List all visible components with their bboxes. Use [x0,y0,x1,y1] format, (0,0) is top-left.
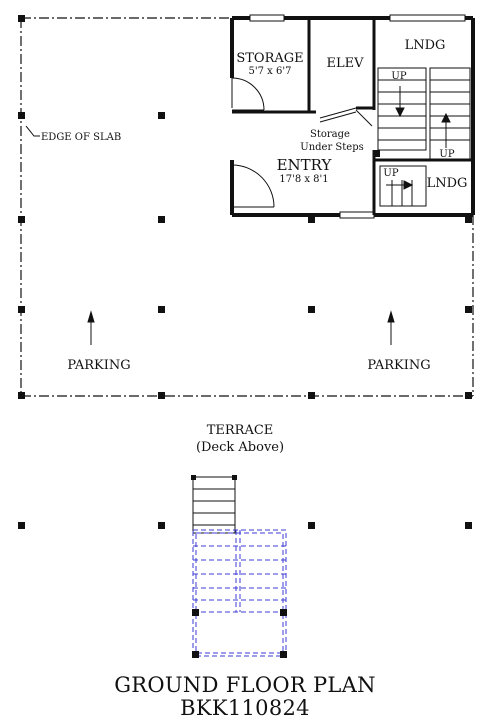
windows [249,14,466,219]
room-label-landing-top: LNDG [405,38,446,53]
slab-edge-outline [20,17,474,397]
exterior-stair [192,476,236,534]
plan-code: BKK110824 [180,696,310,720]
parking-label-right: PARKING [367,358,430,373]
columns [18,15,472,529]
room-size-entry: 17'8 x 8'1 [279,174,328,185]
terrace-label: TERRACE [207,423,274,438]
room-label-entry: ENTRY [277,156,333,174]
storage-under-steps-line2: Under Steps [300,142,363,153]
deck-posts [192,609,287,658]
stair-run-lower [379,165,427,207]
stair-up-label-left: UP [391,71,406,82]
plan-title: GROUND FLOOR PLAN [114,673,376,697]
edge-of-slab-label: EDGE OF SLAB [41,132,121,143]
stair-post [373,150,380,157]
deck-above-outline [192,529,287,657]
room-size-storage: 5'7 x 6'7 [249,66,292,77]
stair-up-label-right: UP [439,149,454,160]
exterior-stair-posts [191,475,237,480]
terrace-note: (Deck Above) [196,440,284,455]
parking-label-left: PARKING [67,358,130,373]
room-label-elevator: ELEV [326,56,364,71]
door-elevator [319,107,373,127]
room-label-landing-bottom: LNDG [427,176,468,191]
door-storage [231,77,265,111]
parking-arrow-right [387,310,395,345]
parking-arrow-left [87,310,95,345]
storage-under-steps-line1: Storage [310,129,350,140]
stair-up-label-lower: UP [383,168,398,179]
edge-of-slab-leader [25,125,40,137]
interior-walls [232,18,473,215]
stair-run-right [429,67,471,161]
room-label-storage: STORAGE [236,51,303,66]
door-entry [231,164,275,208]
stair-run-left [377,67,427,151]
